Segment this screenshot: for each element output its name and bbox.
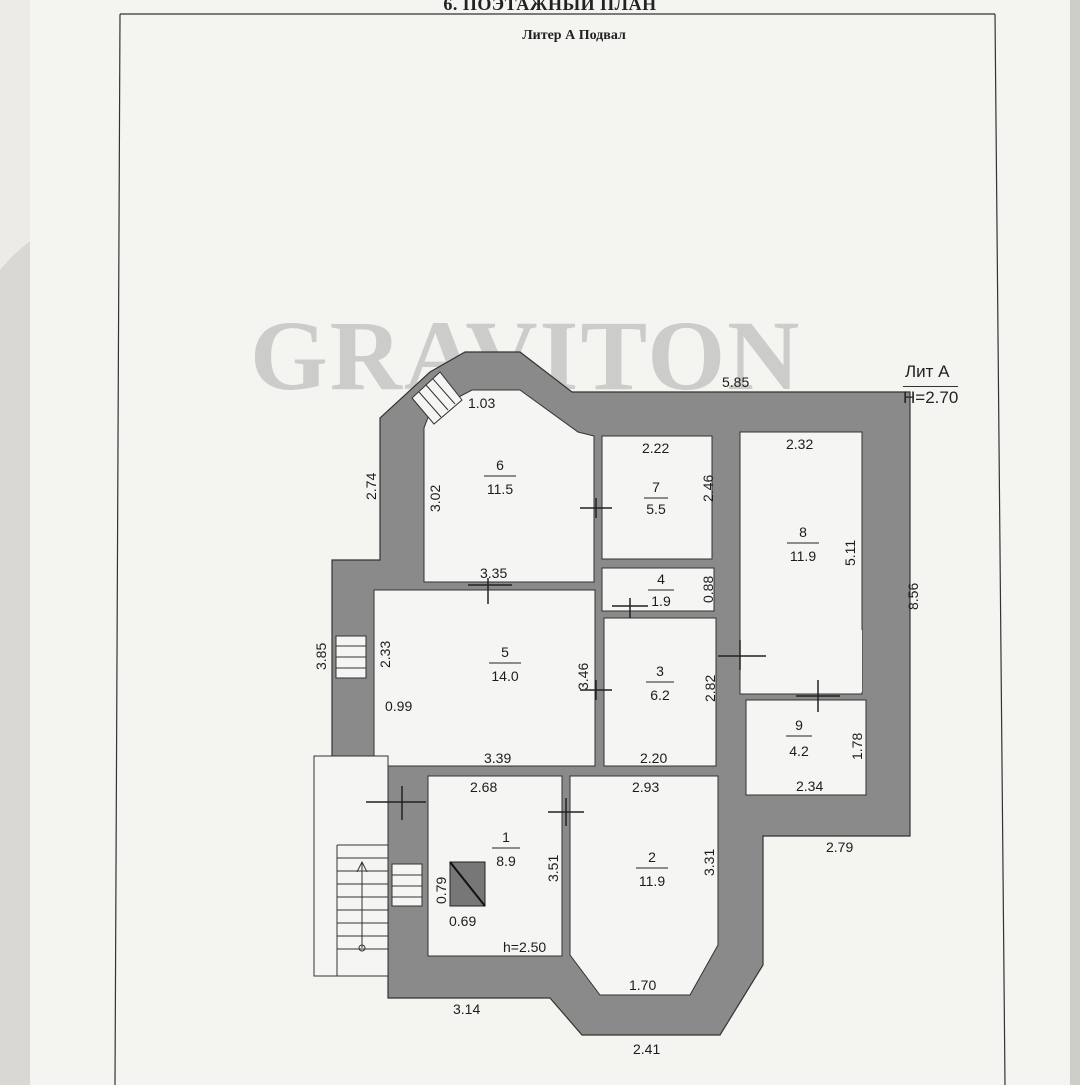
svg-text:8: 8 xyxy=(799,524,807,540)
dim-left-bottom: 3.14 xyxy=(453,1001,480,1017)
dim-room7-height: 2.46 xyxy=(700,475,716,502)
dim-room5-width-top: 3.35 xyxy=(480,565,507,581)
room-9 xyxy=(745,699,867,796)
page-frame xyxy=(114,13,1006,1085)
room-labels: 611.5 75.5 811.9 41.9 514.0 36.2 94.2 18… xyxy=(484,457,819,889)
dim-room2-width: 2.93 xyxy=(632,779,659,795)
svg-text:4: 4 xyxy=(657,571,665,587)
dim-room3-height: 2.82 xyxy=(702,675,718,702)
dim-shaft-height: 0.79 xyxy=(433,877,449,904)
room-label-5: 514.0 xyxy=(489,644,521,684)
stair-hatch-top xyxy=(411,371,463,425)
dim-room6-top: 1.03 xyxy=(468,395,495,411)
room-label-4: 41.9 xyxy=(648,571,674,609)
svg-text:11.9: 11.9 xyxy=(790,548,816,564)
room-4 xyxy=(601,567,715,612)
entrance-stairs xyxy=(313,755,389,977)
room-label-2: 211.9 xyxy=(636,849,668,889)
svg-text:2: 2 xyxy=(648,849,656,865)
svg-text:3: 3 xyxy=(656,663,664,679)
svg-text:14.0: 14.0 xyxy=(491,668,518,684)
dim-room9-width: 2.34 xyxy=(796,778,823,794)
dim-shaft-width: 0.69 xyxy=(449,913,476,929)
dim-room2-bottom: 1.70 xyxy=(629,977,656,993)
dim-bay-bottom: 2.41 xyxy=(633,1041,660,1057)
dim-top-overall: 5.85 xyxy=(722,374,749,390)
room-label-7: 75.5 xyxy=(644,479,668,517)
room-6 xyxy=(423,389,595,583)
dimension-labels: 5.85 1.03 2.22 2.32 3.35 0.99 3.39 2.20 … xyxy=(313,374,921,1057)
svg-text:8.9: 8.9 xyxy=(496,853,516,869)
room-2 xyxy=(569,775,719,996)
literal-label: Лит А xyxy=(905,362,950,381)
dim-room5-height: 3.46 xyxy=(575,663,591,690)
svg-text:4.2: 4.2 xyxy=(789,743,809,759)
dim-basement-height: h=2.50 xyxy=(503,939,546,955)
dim-room9-height: 1.78 xyxy=(849,733,865,760)
dim-room1-height: 3.51 xyxy=(545,855,561,882)
dim-left-5: 3.85 xyxy=(313,643,329,670)
dim-room8-width: 2.32 xyxy=(786,436,813,452)
svg-text:5.5: 5.5 xyxy=(646,501,666,517)
dim-room8-height: 5.11 xyxy=(842,540,858,566)
dim-room5-width-bottom: 3.39 xyxy=(484,750,511,766)
svg-text:9: 9 xyxy=(795,717,803,733)
dim-room5-left: 2.33 xyxy=(377,641,393,668)
dim-room6-height: 3.02 xyxy=(427,485,443,512)
dim-room2-height: 3.31 xyxy=(701,849,717,876)
dim-room7-width: 2.22 xyxy=(642,440,669,456)
dim-room1-width: 2.68 xyxy=(470,779,497,795)
dim-right-bottom: 2.79 xyxy=(826,839,853,855)
svg-text:7: 7 xyxy=(652,479,660,495)
room-label-1: 18.9 xyxy=(492,829,520,869)
page-title: 6. ПОЭТАЖНЫЙ ПЛАН xyxy=(443,0,657,14)
room-5 xyxy=(373,589,596,767)
dim-right-overall: 8.56 xyxy=(905,583,921,610)
room-8-lower xyxy=(746,630,862,692)
room-label-3: 36.2 xyxy=(646,663,674,703)
svg-text:11.9: 11.9 xyxy=(639,873,665,889)
svg-text:6.2: 6.2 xyxy=(650,687,670,703)
page-subtitle: Литер А Подвал xyxy=(522,28,626,43)
svg-text:5: 5 xyxy=(501,644,509,660)
dim-room5-step: 0.99 xyxy=(385,698,412,714)
ceiling-height-label: H=2.70 xyxy=(903,386,959,407)
dim-room4-height: 0.88 xyxy=(700,576,716,603)
svg-text:1.9: 1.9 xyxy=(651,593,671,609)
stair-hatch-left xyxy=(335,635,367,679)
svg-text:6: 6 xyxy=(496,457,504,473)
room-label-9: 94.2 xyxy=(786,717,812,759)
room-1 xyxy=(427,775,563,957)
dim-room3-width: 2.20 xyxy=(640,750,667,766)
dim-left-6: 2.74 xyxy=(363,473,379,500)
doors xyxy=(366,498,840,826)
svg-text:1: 1 xyxy=(502,829,510,845)
room-label-6: 611.5 xyxy=(484,457,516,497)
stair-hatch-room1 xyxy=(391,863,423,907)
ventilation-shaft xyxy=(449,861,486,907)
room-label-8: 811.9 xyxy=(787,524,819,564)
room-3 xyxy=(603,617,717,767)
svg-text:11.5: 11.5 xyxy=(487,481,513,497)
